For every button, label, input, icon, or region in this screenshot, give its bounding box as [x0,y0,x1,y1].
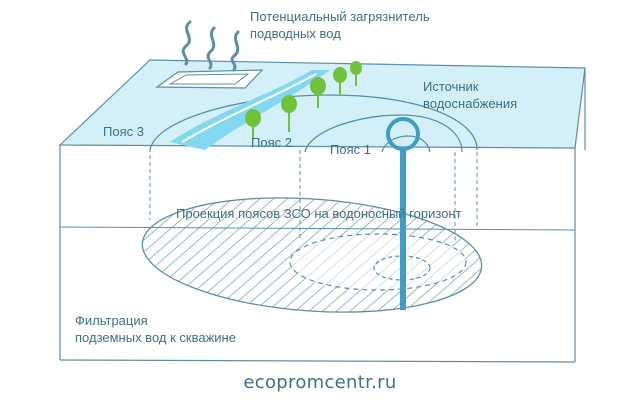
well-ring-icon [386,117,420,310]
pollutant-label-line1: Потенциальный загрязнитель [250,9,430,24]
projection-guides [149,148,478,240]
smoke-wave-icon [181,20,240,72]
factory-roof-icon [155,69,264,89]
water-source-label-line2: водоснабжения [423,96,518,111]
zone-3-boundary [149,94,478,151]
zone-3-label: Пояс 3 [103,124,144,139]
projection-zone-1 [373,255,431,281]
river-highlight [181,73,317,143]
pollutant-label: Потенциальный загрязнитель подводных вод [250,8,430,42]
zone-1-boundary [381,135,431,153]
tree-icon [333,67,347,96]
tree-icon [310,77,326,108]
water-source-label: Источник водоснабжения [423,78,517,112]
filtration-label-line1: Фильтрация [75,313,148,328]
pollutant-label-line2: подводных вод [250,26,341,41]
zone-2-label: Пояс 2 [251,135,292,150]
zone-2-boundary [304,114,463,153]
zone-1-label: Пояс 1 [330,142,371,157]
website-caption[interactable]: ecopromcentr.ru [243,372,397,393]
soil-block-outline [59,68,586,363]
water-source-label-line1: Источник [423,79,479,94]
projection-label: Проекция поясов ЗСО на водоносный горизо… [176,206,462,221]
filtration-label-line2: подземных вод к скважине [75,330,236,345]
tree-icon [350,61,362,86]
filtration-label: Фильтрация подземных вод к скважине [75,312,236,346]
tree-icon [245,109,261,138]
tree-icon [281,95,297,132]
